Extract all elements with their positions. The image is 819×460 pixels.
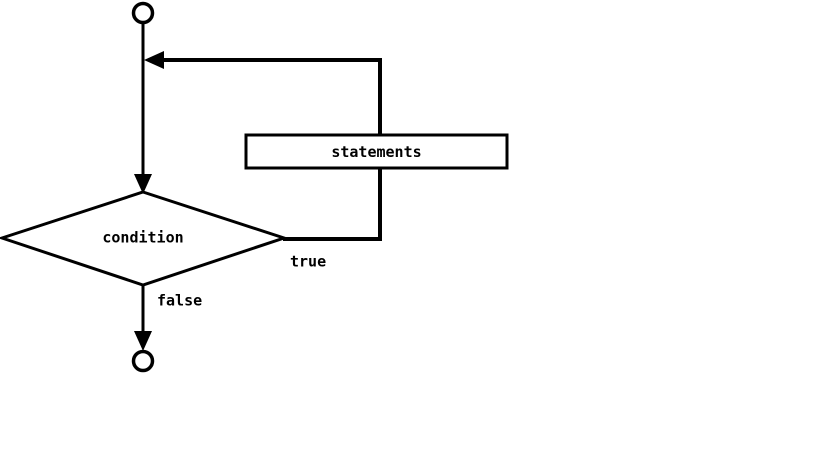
node-statements-shape[interactable] bbox=[244, 133, 509, 170]
edge-label-true: true bbox=[290, 253, 326, 271]
edge-start-to-condition bbox=[134, 23, 152, 194]
node-condition-label: condition bbox=[102, 229, 183, 247]
edge-condition-false-to-end bbox=[134, 285, 152, 351]
node-condition[interactable]: condition bbox=[0, 190, 289, 287]
node-statements-label: statements bbox=[331, 143, 421, 161]
node-end[interactable] bbox=[131, 349, 155, 373]
arrowhead-into-end-icon bbox=[134, 331, 152, 351]
node-end-shape[interactable] bbox=[131, 349, 155, 373]
node-start[interactable] bbox=[131, 1, 155, 25]
edge-statements-back-to-loop bbox=[144, 51, 382, 240]
node-statements[interactable]: statements bbox=[244, 133, 509, 170]
arrowhead-into-condition-icon bbox=[134, 174, 152, 194]
arrowhead-loopback-icon bbox=[144, 51, 164, 69]
node-start-shape[interactable] bbox=[131, 1, 155, 25]
edge-label-false: false bbox=[157, 292, 202, 310]
